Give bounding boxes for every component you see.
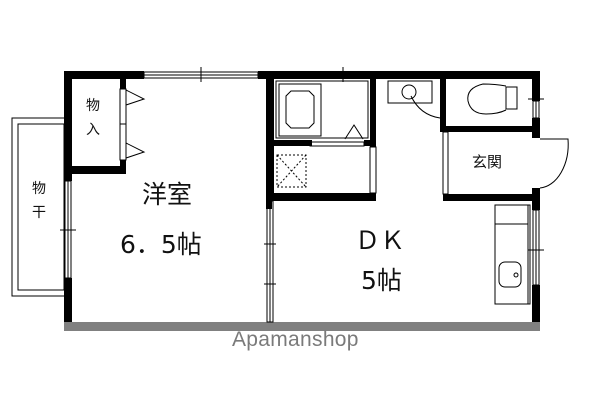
balcony-label-1: 物 — [32, 181, 46, 197]
western-room-label: 洋室 — [142, 180, 192, 209]
toilet — [467, 83, 518, 115]
floor-edge — [64, 322, 540, 331]
western-room-size: 6．5帖 — [120, 230, 202, 259]
watermark: Apamanshop — [232, 328, 359, 351]
closet-label-1: 物 — [86, 98, 100, 114]
washer-pan — [276, 154, 307, 188]
closet-label-2: 入 — [86, 122, 100, 138]
partitions — [119, 88, 569, 323]
balcony-label-2: 干 — [32, 205, 46, 221]
entrance-label: 玄関 — [472, 153, 502, 171]
wash-basin — [387, 80, 441, 119]
dk-size: 5帖 — [361, 266, 402, 295]
windows — [60, 67, 544, 286]
bathtub — [275, 80, 369, 140]
walls — [64, 71, 540, 331]
kitchen-counter — [494, 204, 531, 305]
dk-label: ＤＫ — [355, 226, 405, 255]
